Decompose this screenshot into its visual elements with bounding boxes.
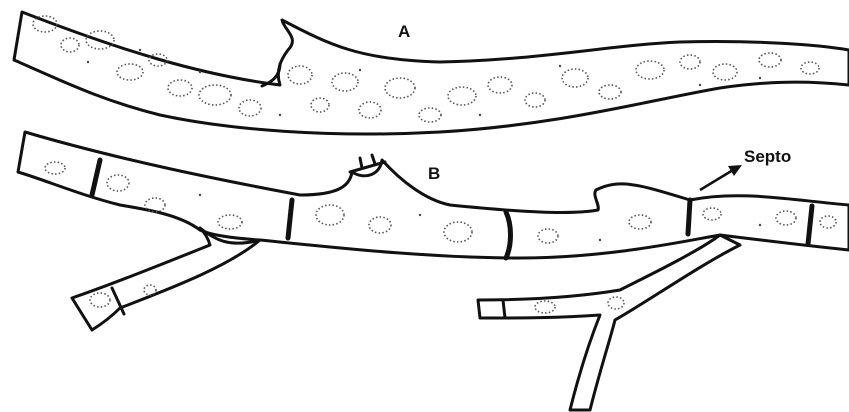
hypha-b-branch-left <box>72 228 260 330</box>
septum-branch-right <box>503 300 505 318</box>
label-a: A <box>398 22 410 41</box>
septum-4 <box>688 200 690 234</box>
hypha-a <box>14 12 849 134</box>
label-b: B <box>428 164 440 183</box>
hypha-a-body <box>14 12 849 134</box>
hypha-b-branch-right <box>478 235 740 410</box>
septum-arrow <box>700 165 742 190</box>
label-septum: Septo <box>744 147 791 166</box>
